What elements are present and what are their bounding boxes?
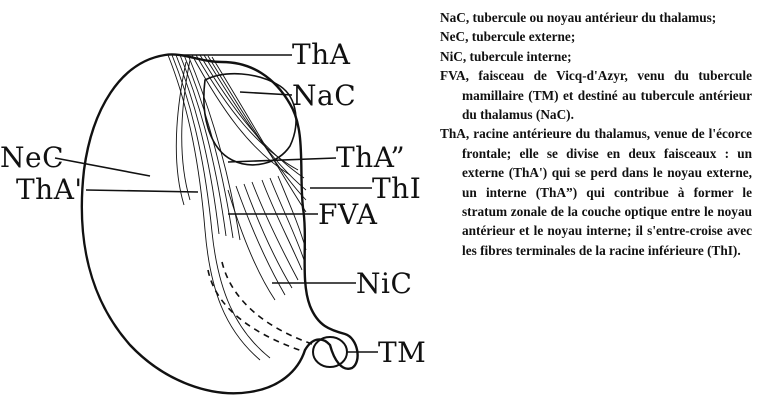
tm-loop bbox=[313, 337, 347, 367]
dashed-fibres bbox=[208, 262, 312, 352]
figure-legend: NaC, tubercule ou noyau antérieur du tha… bbox=[440, 8, 752, 260]
thalamus-drawing: ThA NaC NeC ThA” ThA' ThI FVA NiC TM bbox=[0, 0, 430, 412]
label-tha-double: ThA” bbox=[336, 141, 405, 174]
legend-text: tubercule externe; bbox=[468, 29, 575, 44]
label-fva: FVA bbox=[318, 198, 378, 231]
label-nac: NaC bbox=[292, 79, 356, 112]
legend-text: faisceau de Vicq-d'Azyr, venu du tubercu… bbox=[462, 68, 752, 122]
label-tha: ThA bbox=[292, 38, 351, 71]
legend-abbr: NeC, bbox=[440, 29, 468, 44]
label-thi: ThI bbox=[372, 172, 421, 205]
label-tha-single: ThA' bbox=[16, 173, 83, 206]
legend-entry-tha: ThA, racine antérieure du thalamus, venu… bbox=[440, 124, 752, 260]
legend-abbr: NiC, bbox=[440, 49, 466, 64]
legend-entry-nac: NaC, tubercule ou noyau antérieur du tha… bbox=[440, 8, 752, 27]
label-nic: NiC bbox=[356, 267, 412, 300]
tha-fibre-bundle bbox=[168, 55, 306, 360]
label-tm: TM bbox=[378, 336, 426, 369]
anatomical-figure: ThA NaC NeC ThA” ThA' ThI FVA NiC TM bbox=[0, 0, 430, 412]
legend-text: racine antérieure du thalamus, venue de … bbox=[462, 126, 752, 257]
legend-abbr: ThA, bbox=[440, 126, 469, 141]
legend-text: tubercule ou noyau antérieur du thalamus… bbox=[469, 10, 716, 25]
legend-entry-fva: FVA, faisceau de Vicq-d'Azyr, venu du tu… bbox=[440, 66, 752, 124]
legend-entry-nec: NeC, tubercule externe; bbox=[440, 27, 752, 46]
legend-entry-nic: NiC, tubercule interne; bbox=[440, 47, 752, 66]
legend-text: tubercule interne; bbox=[466, 49, 571, 64]
legend-abbr: NaC, bbox=[440, 10, 469, 25]
label-nec: NeC bbox=[0, 141, 64, 174]
legend-abbr: FVA, bbox=[440, 68, 469, 83]
